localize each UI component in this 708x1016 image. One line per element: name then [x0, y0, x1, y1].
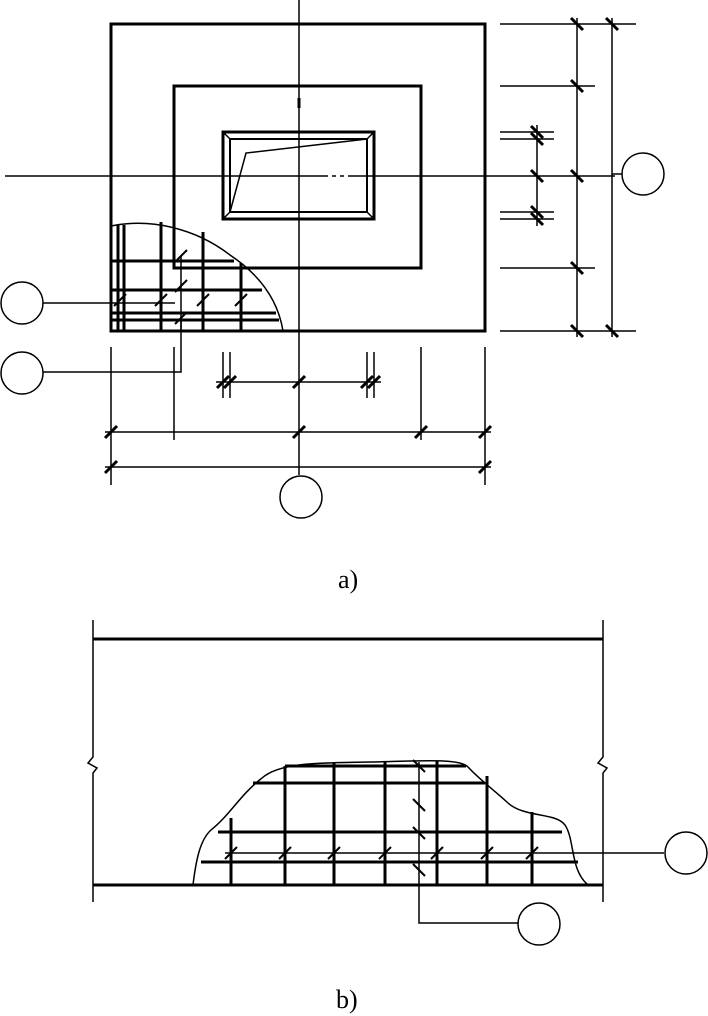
callout-circle-1	[0, 281, 44, 325]
socket-corner-4	[366, 211, 375, 220]
cutaway-boundary-b	[192, 759, 589, 886]
break-line-left	[86, 620, 99, 902]
leader-b2	[418, 870, 518, 924]
mesh-bars-horizontal	[111, 259, 279, 322]
right-dimension-ticks	[529, 16, 620, 339]
callout-circle-b1	[664, 831, 708, 875]
socket-bevel	[229, 138, 368, 213]
socket-corner-1	[222, 131, 231, 140]
cutaway-boundary	[110, 222, 284, 332]
socket-corner-3	[222, 211, 231, 220]
bottom-dimension-extensions	[110, 347, 486, 485]
bottom-dimension-ticks	[103, 374, 493, 475]
right-dimension-extensions	[500, 23, 636, 332]
break-line-right	[596, 620, 609, 902]
callout-circle-3	[621, 152, 665, 196]
callout-circle-2	[0, 351, 44, 395]
section-bars-horizontal	[201, 764, 578, 864]
socket-corner-2	[366, 131, 375, 140]
section-ticks	[224, 759, 539, 877]
callout-circle-b2	[517, 902, 561, 946]
section-bars-vertical	[229, 761, 534, 885]
step-outline	[172, 84, 423, 270]
caption-b: b)	[336, 985, 358, 1014]
leader-2	[43, 320, 182, 373]
figure-a-plan: a)	[0, 0, 665, 594]
figure-b-section: b)	[86, 620, 708, 1014]
mesh-bars-vertical	[116, 222, 243, 331]
callout-circle-4	[279, 475, 323, 519]
footing-outline	[109, 22, 487, 333]
caption-a: a)	[338, 565, 358, 594]
